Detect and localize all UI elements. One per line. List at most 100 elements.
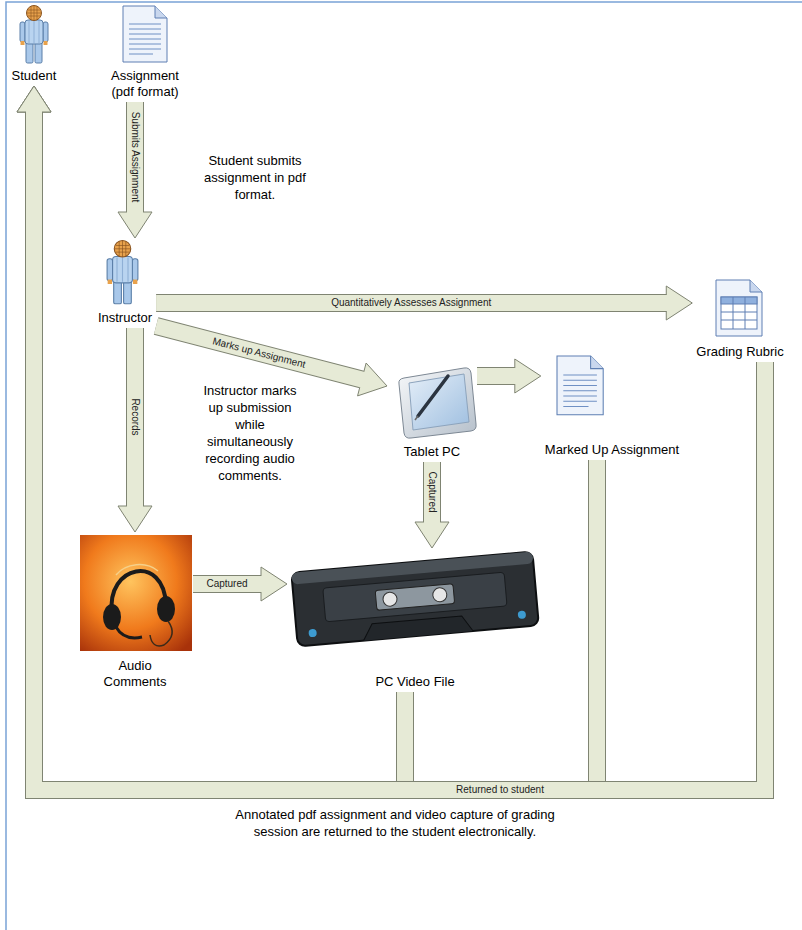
block-arrow: [118, 328, 152, 532]
arrow-label: Submits Assignment: [129, 110, 141, 205]
rubric-icon-part: [721, 297, 757, 304]
annotation-note: Student submits assignment in pdf format…: [200, 152, 310, 203]
arrow-outline: [156, 294, 669, 312]
arrow-shaft: [34, 109, 405, 790]
block-arrow: [156, 286, 692, 320]
document-icon: [123, 6, 167, 62]
arrow-label: Quantitatively Assesses Assignment: [329, 297, 493, 309]
icon-node: Audio Comments: [77, 532, 193, 692]
block-arrow: [118, 102, 152, 238]
node-label: Tablet PC: [391, 444, 473, 460]
arrow-label: Marks up Assignment: [209, 334, 308, 371]
arrow-shaft: [34, 109, 597, 790]
headset-picture-part: [150, 621, 172, 646]
page-frame: [6, 2, 802, 930]
headset-picture-part: [103, 604, 121, 630]
arrow-head: [666, 286, 692, 320]
rubric-icon: [716, 280, 762, 336]
arrow-shaft: [156, 326, 365, 380]
arrow-label: Captured: [204, 578, 249, 590]
arrow-head: [118, 506, 152, 532]
annotation-note: Annotated pdf assignment and video captu…: [215, 806, 575, 840]
video-cassette-icon-part-part: [291, 552, 539, 647]
headset-picture-part: [116, 627, 142, 638]
video-cassette-icon-part-part: [375, 584, 454, 611]
icon-node: Marked Up Assignment: [541, 352, 683, 460]
tablet-icon-part: [418, 376, 448, 416]
marked-document-icon: [557, 356, 603, 415]
block-arrow: [17, 86, 405, 790]
video-cassette-icon-part-part: [382, 592, 397, 607]
node-label: Student: [12, 68, 57, 84]
video-cassette-icon-part: [291, 552, 539, 647]
arrow-outline: [423, 462, 441, 525]
arrow-shaft: [34, 109, 765, 790]
arrow-label: Records: [129, 396, 141, 437]
arrow-shaft: [477, 368, 518, 384]
student-icon: [20, 6, 48, 64]
video-cassette-icon-part-part: [432, 587, 447, 602]
arrow-shaft: [424, 462, 440, 525]
block-arrow: [193, 567, 287, 601]
instructor-icon: [107, 241, 138, 304]
icon-node: Tablet PC: [387, 362, 477, 462]
arrow-head: [261, 567, 287, 601]
icon-node: Instructor: [94, 238, 156, 328]
node-label: PC Video File: [315, 674, 515, 690]
arrow-shaft: [127, 328, 143, 509]
block-arrow: [415, 462, 449, 548]
headset-picture-part: [80, 535, 192, 651]
node-label: Assignment (pdf format): [103, 68, 187, 100]
arrow-head: [17, 86, 51, 112]
node-label: Grading Rubric: [696, 344, 783, 360]
tablet-icon-part: [409, 374, 469, 430]
arrow-outline: [126, 102, 144, 215]
arrow-shaft: [193, 576, 264, 592]
arrow-label: Returned to student: [454, 784, 546, 796]
annotation-note: Instructor marks up submission while sim…: [195, 382, 305, 484]
arrow-outline: [477, 367, 518, 385]
arrow-head: [118, 212, 152, 238]
arrow-shaft: [156, 295, 669, 311]
arrow-head: [17, 86, 51, 112]
arrow-label: Captured: [426, 469, 438, 514]
video-cassette-icon: [291, 552, 539, 647]
block-arrow: [17, 86, 597, 790]
video-cassette-icon-part-part: [308, 629, 317, 638]
tablet-icon-part: [415, 416, 418, 420]
arrow-outline: [34, 109, 405, 790]
node-label: Marked Up Assignment: [545, 442, 679, 458]
block-arrow: [477, 359, 541, 393]
arrow-outline: [34, 109, 765, 790]
icon-node: Assignment (pdf format): [99, 4, 191, 102]
arrow-outline: [34, 109, 597, 790]
video-cassette-icon-part-part: [518, 610, 527, 619]
rubric-icon-part: [716, 280, 762, 336]
tablet-icon: [399, 368, 476, 438]
video-cassette-icon-part-part: [362, 615, 473, 641]
icon-node: Student: [8, 4, 61, 86]
rubric-icon-part: [721, 297, 757, 329]
arrow-head: [515, 359, 541, 393]
icon-node: Grading Rubric: [692, 278, 787, 362]
video-cassette-icon-part-part: [323, 572, 507, 622]
node-label: Instructor: [98, 310, 152, 326]
arrow-outline: [193, 575, 264, 593]
node-label: Audio Comments: [95, 658, 175, 690]
arrow-outline: [126, 328, 144, 509]
rubric-icon-part: [750, 280, 762, 292]
tablet-icon-part: [399, 368, 476, 438]
icon-node: PC Video File: [287, 548, 543, 692]
arrow-shaft: [127, 102, 143, 215]
headset-picture: [80, 535, 192, 651]
arrow-head: [415, 522, 449, 548]
block-arrow: [17, 86, 765, 790]
headset-picture-part: [157, 596, 175, 622]
arrow-head: [17, 86, 51, 112]
rubric-icon-part: [721, 297, 757, 329]
arrow-outline: [156, 326, 365, 380]
